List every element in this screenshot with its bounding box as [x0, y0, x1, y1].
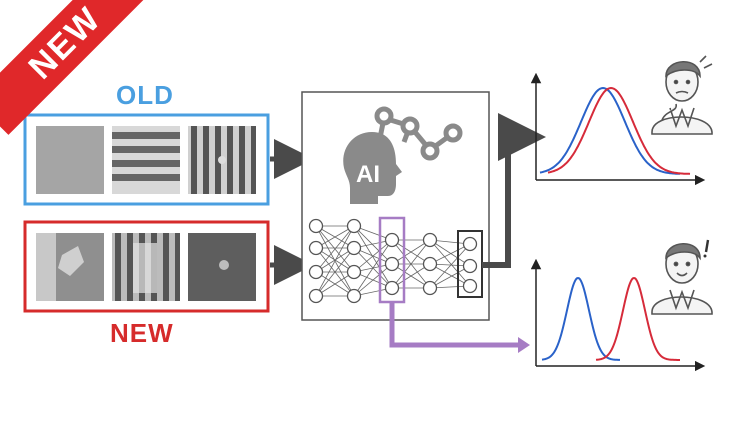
new-group-label: NEW	[110, 318, 174, 348]
nn-node	[462, 236, 478, 252]
bottom-chart-red-curve	[595, 276, 680, 361]
new-image-stripes-defect	[112, 233, 180, 301]
nn-edge	[429, 243, 471, 289]
nn-node	[422, 256, 438, 272]
nn-node	[308, 264, 324, 280]
nn-edge	[353, 225, 393, 289]
nn-node	[384, 256, 400, 272]
new-samples-box	[23, 220, 270, 313]
ai-head-icon	[343, 106, 463, 204]
output-to-top-chart-arrow	[482, 113, 546, 268]
nn-node	[462, 278, 478, 294]
old-image-horizontal-stripes	[112, 126, 180, 194]
surprised-person-icon	[651, 239, 713, 315]
nn-node	[384, 232, 400, 248]
nn-edge	[315, 225, 355, 249]
bottom-chart-blue-curve	[541, 276, 620, 361]
nn-edge	[315, 225, 355, 273]
new-image-polygon-defect	[36, 233, 104, 301]
nn-node	[462, 258, 478, 274]
nn-node	[346, 218, 362, 234]
top-chart-blue-curve	[539, 86, 680, 175]
nn-edge	[353, 239, 393, 273]
feature-to-bottom-chart-arrow	[389, 302, 518, 348]
nn-edge	[429, 263, 471, 287]
nn-edge	[353, 263, 393, 297]
nn-node	[346, 240, 362, 256]
nn-edge	[315, 247, 355, 273]
nn-edge	[391, 239, 431, 265]
nn-edge	[429, 243, 471, 265]
old-image-noise	[36, 126, 104, 194]
top-chart-red-curve	[547, 86, 691, 175]
nn-node	[422, 280, 438, 296]
nn-node	[384, 280, 400, 296]
nn-node	[346, 264, 362, 280]
old-group-label: OLD	[116, 80, 174, 110]
nn-node	[422, 232, 438, 248]
nn-edge	[315, 271, 355, 297]
nn-edge	[429, 265, 471, 289]
nn-node	[346, 288, 362, 304]
new-image-dark-spot	[188, 233, 256, 301]
nn-edge	[353, 225, 393, 265]
old-samples-box	[23, 113, 270, 206]
nn-edge	[429, 239, 471, 287]
neural-network-nodes	[308, 218, 478, 304]
nn-edge	[353, 239, 393, 297]
nn-node	[308, 218, 324, 234]
nn-edge	[391, 263, 431, 289]
nn-edge	[429, 239, 471, 267]
feature-arrow-head	[518, 337, 530, 353]
nn-edge	[391, 239, 431, 289]
old-image-vertical-stripes	[188, 126, 256, 194]
nn-edge	[315, 225, 355, 297]
nn-node	[308, 288, 324, 304]
nn-edge	[315, 247, 355, 297]
nn-node	[308, 240, 324, 256]
ai-badge-text: AI	[356, 161, 380, 188]
confused-person-icon	[651, 55, 713, 135]
